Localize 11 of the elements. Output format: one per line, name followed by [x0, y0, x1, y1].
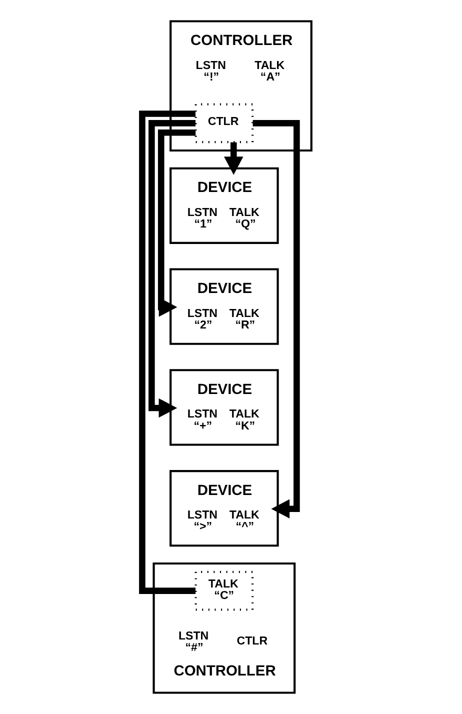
node-box: TALK “C” [194, 570, 254, 611]
node-box: DEVICE LSTN “>” TALK “^” [170, 470, 279, 547]
arrow [252, 120, 300, 518]
arrow [148, 120, 196, 418]
arrow [224, 142, 244, 175]
node-box: DEVICE LSTN “+” TALK “K” [170, 369, 279, 446]
node-box: DEVICE LSTN “2” TALK “R” [170, 268, 279, 345]
node-box: DEVICE LSTN “1” TALK “Q” [170, 167, 279, 244]
node-box: CTLR [194, 103, 254, 144]
arrow [158, 130, 196, 317]
connector [139, 110, 196, 594]
